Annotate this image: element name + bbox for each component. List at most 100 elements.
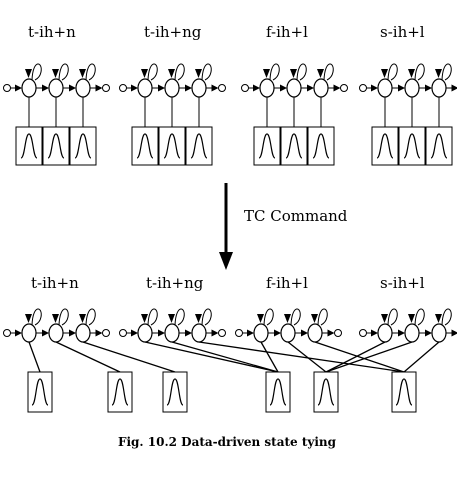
self-loop-arrowhead xyxy=(435,314,442,323)
self-loop-arrowhead xyxy=(435,69,442,78)
exit-node xyxy=(334,329,342,337)
hmm-state xyxy=(377,323,393,343)
gaussian-curve xyxy=(74,133,92,159)
tying-link xyxy=(82,341,176,373)
self-loop-arrowhead xyxy=(284,314,291,323)
self-loop-arrowhead xyxy=(79,69,86,78)
output-pdf-box xyxy=(162,371,188,413)
tying-link xyxy=(28,341,41,373)
entry-node xyxy=(3,329,11,337)
hmm-state xyxy=(137,78,153,98)
self-loop xyxy=(174,308,185,326)
exit-node xyxy=(218,84,226,92)
hmm-state xyxy=(404,323,420,343)
self-loop xyxy=(317,308,328,326)
tying-link xyxy=(314,341,405,373)
self-loop-arrowhead xyxy=(52,314,59,323)
hmm-state xyxy=(259,78,275,98)
hmm-state xyxy=(191,323,207,343)
bottom-model-label-2: t-ih+ng xyxy=(146,274,204,292)
entry-node xyxy=(119,329,127,337)
hmm-state xyxy=(431,323,447,343)
self-loop-arrowhead xyxy=(195,69,202,78)
gaussian-curve xyxy=(312,133,330,159)
self-loop-arrowhead xyxy=(25,314,32,323)
hmm-state xyxy=(307,323,323,343)
self-loop-arrowhead xyxy=(25,69,32,78)
hmm-state xyxy=(313,78,329,98)
self-loop xyxy=(31,308,42,326)
hmm-state xyxy=(48,78,64,98)
hmm-state xyxy=(164,78,180,98)
output-pdf-box xyxy=(42,126,70,166)
hmm-state xyxy=(191,78,207,98)
self-loop xyxy=(441,308,452,326)
tying-link xyxy=(287,341,327,373)
self-loop-arrowhead xyxy=(311,314,318,323)
bottom-model-label-1: t-ih+n xyxy=(31,274,79,292)
hmm-state xyxy=(21,78,37,98)
self-loop-arrowhead xyxy=(79,314,86,323)
self-loop xyxy=(85,308,96,326)
self-loop xyxy=(85,63,96,81)
hmm-state xyxy=(75,323,91,343)
self-loop-arrowhead xyxy=(52,69,59,78)
self-loop-arrowhead xyxy=(141,69,148,78)
self-loop xyxy=(290,308,301,326)
tying-link xyxy=(171,341,279,373)
gaussian-curve xyxy=(20,133,38,159)
tying-arrowhead xyxy=(219,252,233,270)
tying-link xyxy=(325,341,413,373)
self-loop xyxy=(147,63,158,81)
output-pdf-box xyxy=(185,126,213,166)
self-loop xyxy=(414,63,425,81)
entry-node xyxy=(235,329,243,337)
top-model-label-1: t-ih+n xyxy=(28,23,76,41)
tying-lines xyxy=(28,341,440,373)
exit-node xyxy=(102,84,110,92)
figure-caption: Fig. 10.2 Data-driven state tying xyxy=(118,435,337,449)
self-loop-arrowhead xyxy=(263,69,270,78)
exit-node xyxy=(218,329,226,337)
hmm-state xyxy=(137,323,153,343)
hmm-state xyxy=(404,78,420,98)
gaussian-curve xyxy=(166,378,184,406)
output-pdf-box xyxy=(107,371,133,413)
output-pdf-box xyxy=(253,126,281,166)
output-pdf-box xyxy=(69,126,97,166)
top-pdf-group xyxy=(15,126,453,166)
hmm-state xyxy=(377,78,393,98)
output-pdf-box xyxy=(158,126,186,166)
output-pdf-box xyxy=(398,126,426,166)
tying-link xyxy=(144,341,279,373)
gaussian-curve xyxy=(430,133,448,159)
gaussian-curve xyxy=(136,133,154,159)
output-pdf-box xyxy=(131,126,159,166)
hmm-state xyxy=(431,78,447,98)
gaussian-curve xyxy=(285,133,303,159)
top-model-label-2: t-ih+ng xyxy=(144,23,202,41)
gaussian-curve xyxy=(317,378,335,406)
tying-link xyxy=(325,341,386,373)
self-loop xyxy=(201,63,212,81)
output-pdf-box xyxy=(27,371,53,413)
gaussian-curve xyxy=(376,133,394,159)
tying-link xyxy=(403,341,440,373)
hmm-state xyxy=(280,323,296,343)
output-pdf-box xyxy=(391,371,417,413)
output-pdf-box xyxy=(265,371,291,413)
tying-link xyxy=(198,341,405,373)
self-loop-arrowhead xyxy=(257,314,264,323)
top-hmm-group xyxy=(3,63,457,127)
entry-node xyxy=(119,84,127,92)
gaussian-curve xyxy=(258,133,276,159)
top-model-label-4: s-ih+l xyxy=(380,23,425,41)
self-loop-arrowhead xyxy=(168,314,175,323)
output-pdf-box xyxy=(313,371,339,413)
self-loop xyxy=(387,63,398,81)
self-loop xyxy=(201,308,212,326)
entry-node xyxy=(241,84,249,92)
output-pdf-box xyxy=(280,126,308,166)
self-loop xyxy=(269,63,280,81)
